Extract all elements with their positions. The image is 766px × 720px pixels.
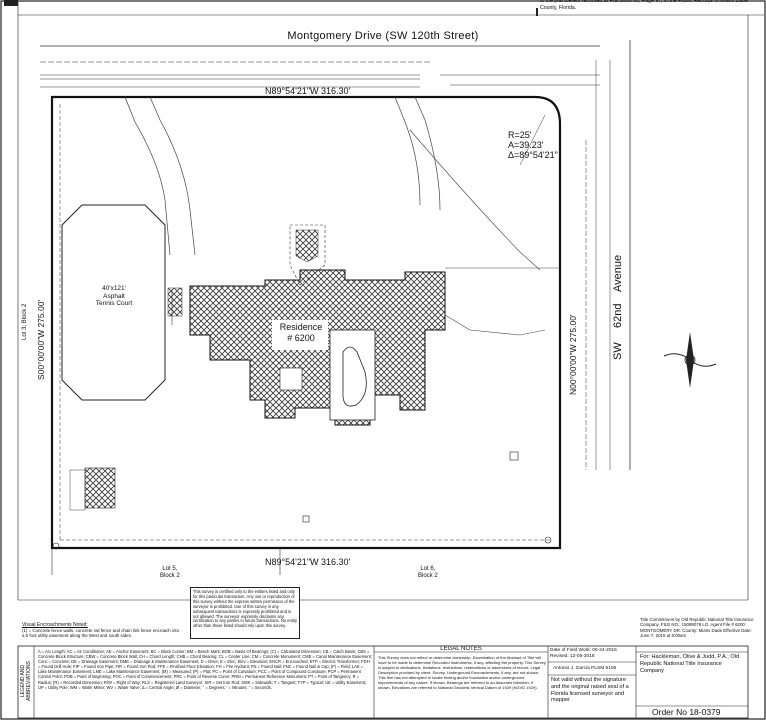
encroachments-note: Visual Encroachments Noted: (1) = Concre… bbox=[22, 622, 182, 638]
legal-notes-text: This Survey does not reflect or determin… bbox=[378, 655, 546, 690]
client-label: For: bbox=[640, 654, 650, 660]
client-block: For: Hackleman, Olive & Judd, P.A.; Old … bbox=[640, 654, 746, 674]
residence-label: Residence # 6200 bbox=[279, 322, 323, 343]
lot5-label: Lot 5, Block 2 bbox=[160, 566, 180, 579]
tennis-court-label: 40'x121' Asphalt Tennis Court bbox=[95, 285, 133, 307]
legend-side-label: LEGEND AND ABBREVIATIONS bbox=[20, 661, 32, 701]
west-bearing: S00°00'00"W 275.00' bbox=[36, 299, 46, 380]
encroachments-text: (1) = Concrete fence walls, concrete rai… bbox=[22, 628, 180, 639]
north-bearing: N89°54'21"W 316.30' bbox=[265, 86, 351, 96]
title-commitment-note: Title Commitment by Old Republic Nationa… bbox=[640, 617, 754, 639]
lot6-label: Lot 6, Block 2 bbox=[418, 566, 438, 579]
surveyor-name: Antonio J. Garcia PLSM 5105 bbox=[553, 666, 617, 671]
seal-note: Not valid without the signature and the … bbox=[551, 677, 629, 704]
east-street-label-sw: SW bbox=[612, 342, 624, 360]
client-names: Hackleman, Olive & Judd, P.A.; Old Repub… bbox=[640, 654, 740, 674]
east-street-label-62nd: 62nd bbox=[612, 303, 624, 328]
encroachments-title: Visual Encroachments Noted: bbox=[22, 622, 88, 628]
field-work-date: Date of Field Work: 06-24-2015 bbox=[550, 648, 617, 653]
east-bearing: N00°00'00"W 275.00' bbox=[568, 314, 578, 395]
certification-box: This survey is certified only to the ent… bbox=[190, 587, 300, 639]
order-number: Order No 18-0379 bbox=[652, 707, 721, 717]
legend-abbreviations: A = Arc Length; AC = Air Conditioner; AE… bbox=[38, 649, 372, 690]
lot3-label: Lot 3, Block 2 bbox=[22, 303, 28, 340]
legal-notes-title: LEGAL NOTES bbox=[440, 646, 482, 652]
north-street-label: Montgomery Drive (SW 120th Street) bbox=[287, 30, 479, 42]
plat-reference-note: to the plat thereof recorded at Plat Boo… bbox=[540, 0, 748, 11]
revised-date: Revised: 12-05-2018 bbox=[550, 654, 595, 659]
curve-radius: R=25' bbox=[508, 130, 532, 140]
curve-delta: Δ=89°54'21" bbox=[508, 150, 558, 160]
south-bearing: N89°54'21"W 316.30' bbox=[265, 557, 351, 567]
dates-block: Date of Field Work: 06-24-2015 Revised: … bbox=[550, 648, 617, 660]
curve-data: R=25' A=39.23' Δ=89°54'21" bbox=[508, 130, 558, 160]
curve-arc: A=39.23' bbox=[508, 140, 544, 150]
east-street-label-avenue: Avenue bbox=[612, 254, 624, 292]
